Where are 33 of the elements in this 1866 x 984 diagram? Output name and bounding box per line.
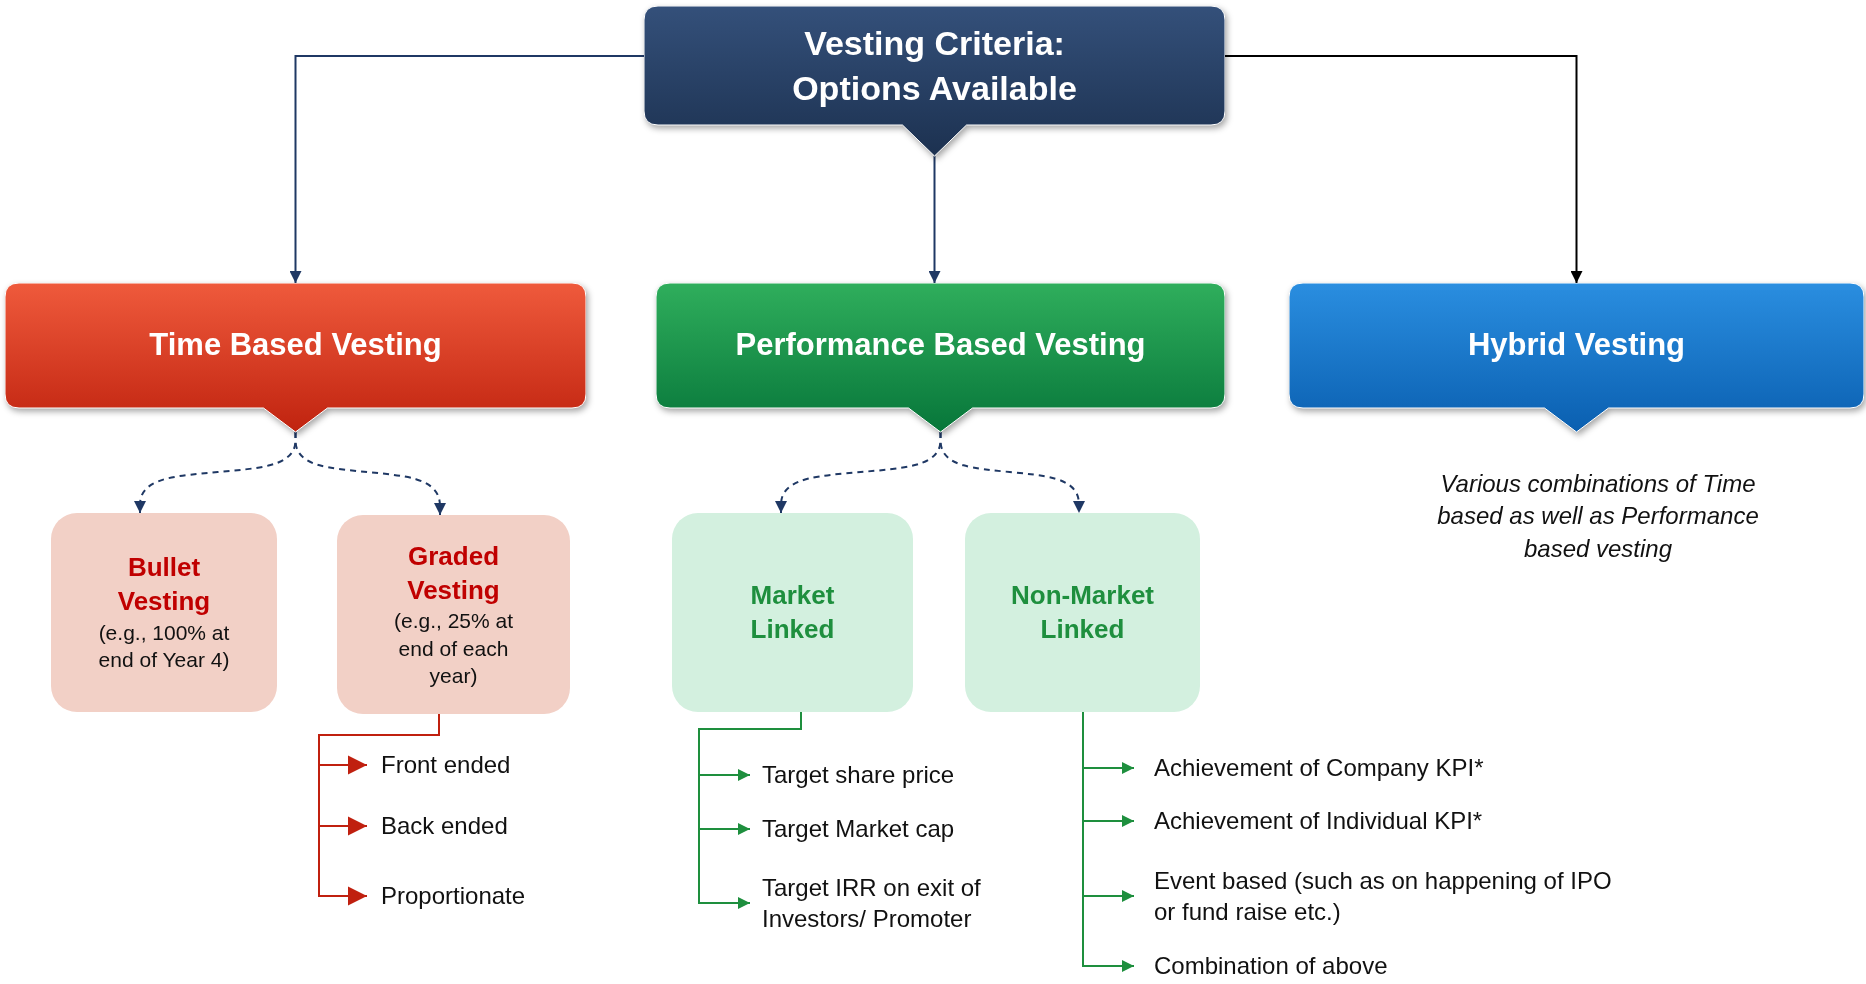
box-description: (e.g., 25% at end of each year) bbox=[392, 608, 515, 689]
arrow bbox=[939, 431, 1085, 514]
list-item-text: Achievement of Individual KPI* bbox=[1134, 805, 1634, 837]
list-item-text: Target IRR on exit of Investors/ Promoter bbox=[750, 871, 1050, 935]
list-item-text: Proportionate bbox=[367, 880, 597, 912]
rounded-box bbox=[51, 513, 277, 712]
arrow bbox=[698, 711, 802, 909]
box-title: Hybrid Vesting bbox=[1467, 326, 1685, 365]
box-heading: Market Linked bbox=[749, 578, 836, 646]
arrow bbox=[1082, 711, 1135, 972]
list-item-text: Back ended bbox=[367, 810, 597, 842]
list-item-text: Combination of above bbox=[1134, 950, 1634, 982]
box-title: Vesting Criteria: Options Available bbox=[791, 23, 1078, 109]
arrow bbox=[289, 55, 645, 284]
rounded-box bbox=[965, 513, 1200, 712]
arrow bbox=[1224, 55, 1583, 284]
list-item-text: Front ended bbox=[367, 749, 597, 781]
arrow bbox=[928, 155, 941, 284]
note-text: Various combinations of Time based as well as Performance based vesting bbox=[1436, 469, 1760, 564]
rounded-box bbox=[672, 513, 913, 712]
arrow bbox=[294, 431, 446, 516]
box-title: Performance Based Vesting bbox=[735, 326, 1146, 365]
box-heading: Bullet Vesting bbox=[116, 551, 212, 619]
box-heading: Non-Market Linked bbox=[1010, 578, 1155, 646]
list-item-text: Target share price bbox=[750, 759, 1050, 791]
box-heading: Graded Vesting bbox=[406, 539, 501, 607]
list-item-text: Event based (such as on happening of IPO or fund raise etc.) bbox=[1134, 864, 1624, 928]
list-item-text: Target Market cap bbox=[750, 813, 1050, 845]
rounded-box bbox=[337, 515, 570, 714]
box-description: (e.g., 100% at end of Year 4) bbox=[97, 620, 231, 674]
box-title: Time Based Vesting bbox=[149, 326, 442, 365]
list-item-text: Achievement of Company KPI* bbox=[1134, 752, 1634, 784]
arrow bbox=[318, 713, 440, 906]
